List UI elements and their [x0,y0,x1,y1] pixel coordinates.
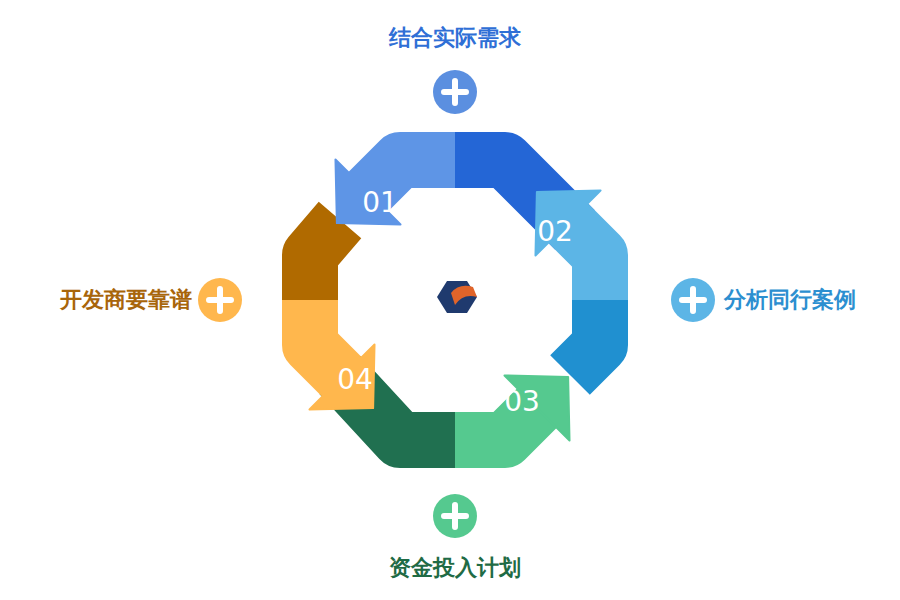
step-number: 02 [537,215,573,248]
arrow-ribbon [535,190,600,300]
arrow-step: 01 [358,184,402,221]
plus-sign [444,505,466,527]
plus-circle [671,278,715,322]
center-logo [437,281,477,313]
plus-icons [198,70,715,538]
arrow-step: 04 [333,361,377,398]
ribbon-tail [310,220,340,300]
plus-circle [198,278,242,322]
logo-swoosh [451,286,477,305]
step-number: 03 [504,385,540,418]
step-label: 资金投入计划 [389,553,521,583]
step-number: 01 [362,186,398,219]
step-label: 分析同行案例 [724,285,856,315]
arrow-ribbon [455,375,570,440]
plus-icon [433,494,477,538]
arrow-ribbon [309,300,374,410]
step-label: 开发商要靠谱 [60,285,192,315]
arrow-head [535,190,600,255]
plus-icon [433,70,477,114]
ribbon-tails [310,160,600,440]
arrow-head [504,375,569,440]
logo-hexagon [437,281,477,313]
arrow-ribbon [335,159,455,224]
arrow-head [335,159,400,224]
plus-sign [209,289,231,311]
plus-icon [198,278,242,322]
ribbon-tail [570,300,600,375]
arrow-head [309,344,374,409]
plus-circle [433,494,477,538]
step-number: 04 [337,363,373,396]
ribbon-heads [309,159,600,440]
plus-sign [682,289,704,311]
plus-sign [444,81,466,103]
plus-icon [671,278,715,322]
step-label: 结合实际需求 [389,23,521,53]
plus-circle [433,70,477,114]
arrow-step: 03 [500,383,544,420]
arrow-step: 02 [533,213,577,250]
